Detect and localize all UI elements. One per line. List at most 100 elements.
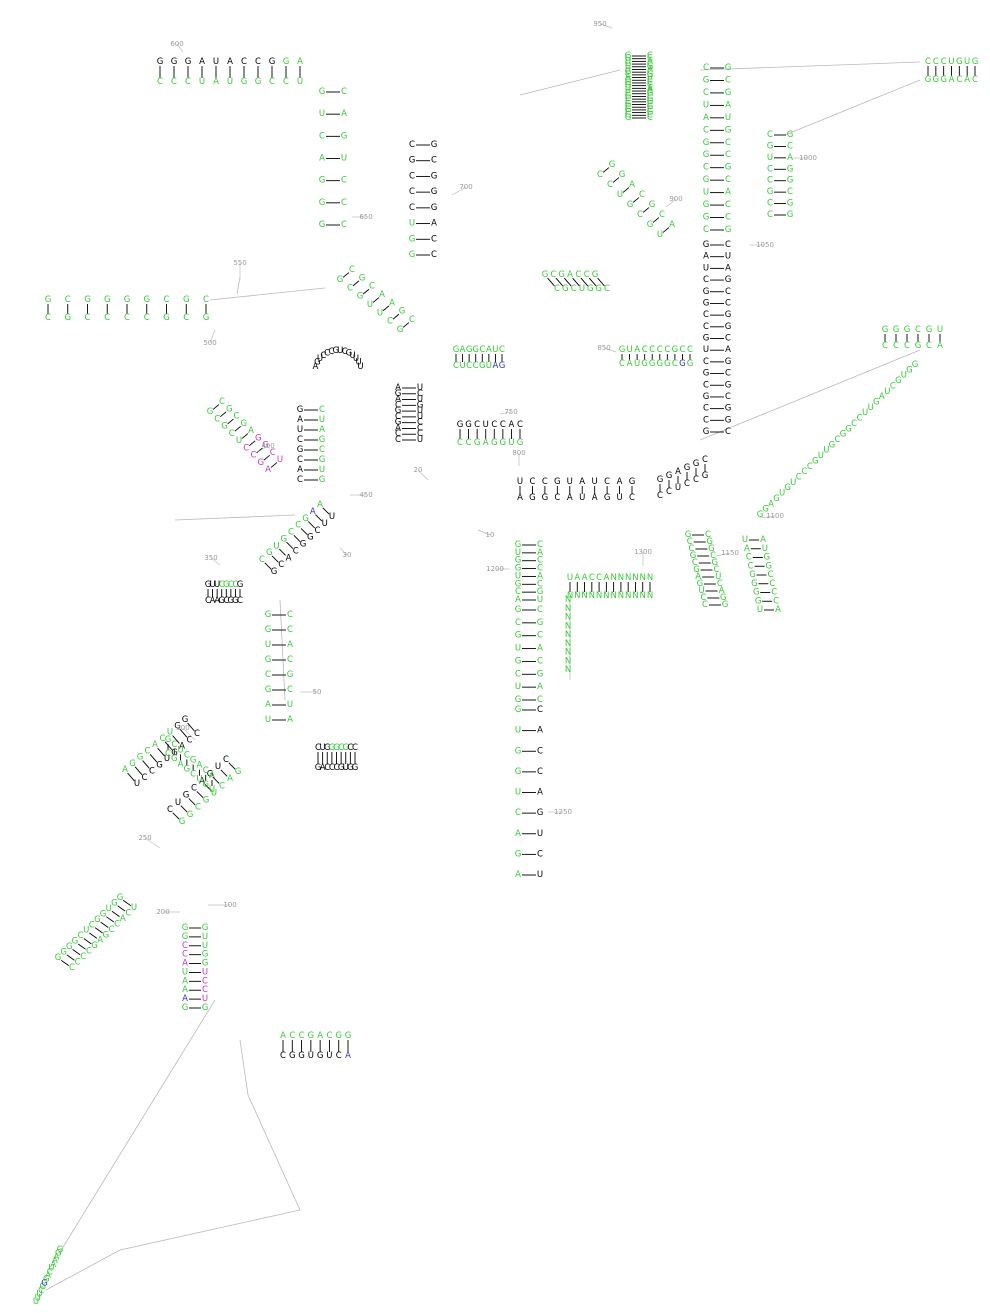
nucleotide-294: C <box>341 220 347 230</box>
nucleotide-110: C <box>171 740 177 750</box>
position-label-950: 950 <box>593 20 606 28</box>
nucleotide-17: C <box>202 985 208 995</box>
nucleotide-600: A <box>669 220 675 230</box>
nucleotide-77: G <box>183 791 190 801</box>
nucleotide-739: G <box>845 424 852 434</box>
nucleotide-476: C <box>703 415 709 425</box>
nucleotide-236: A <box>248 426 254 436</box>
nucleotide-238: G <box>262 441 269 451</box>
nucleotide-143: G <box>324 743 331 753</box>
nucleotide-140: A <box>287 715 293 725</box>
position-tick <box>715 552 731 557</box>
position-label-450: 450 <box>359 491 372 499</box>
backbone-segment <box>236 276 241 295</box>
nucleotide-79: A <box>199 776 205 786</box>
nucleotide-232: C <box>219 397 225 407</box>
nucleotide-492: G <box>725 404 732 414</box>
nucleotide-580: C <box>787 141 793 151</box>
nucleotide-94: C <box>145 746 151 756</box>
nucleotide-637: G <box>693 459 700 469</box>
nucleotide-507: G <box>703 213 710 223</box>
nucleotide-473: C <box>703 380 709 390</box>
nucleotide-583: G <box>787 176 794 186</box>
nucleotide-100: U <box>134 779 140 789</box>
nucleotide-361: G <box>457 420 464 430</box>
nucleotide-245: G <box>124 295 131 305</box>
base-pair-bond <box>220 769 228 777</box>
nucleotide-746: U <box>884 387 890 397</box>
nucleotide-389: G <box>542 493 549 503</box>
nucleotide-372: A <box>483 438 489 448</box>
nucleotide-255: C <box>144 313 150 323</box>
nucleotide-463: U <box>703 263 709 273</box>
nucleotide-311: G <box>337 275 344 285</box>
nucleotide-207: U <box>319 465 325 475</box>
nucleotide-103: G <box>156 760 163 770</box>
nucleotide-679: N <box>625 591 631 601</box>
nucleotide-450: G <box>515 849 522 859</box>
nucleotide-59: G <box>100 909 107 919</box>
base-pair-bond <box>241 433 249 439</box>
nucleotide-312: C <box>347 283 353 293</box>
nucleotide-70: C <box>108 925 114 935</box>
backbone-segment <box>519 69 621 96</box>
base-pair-bond <box>256 447 263 454</box>
nucleotide-216: U <box>337 346 343 356</box>
base-pair-bond <box>322 507 330 515</box>
nucleotide-323: G <box>399 307 406 317</box>
nucleotide-725: A <box>768 499 774 509</box>
nucleotide-108: C <box>194 729 200 739</box>
nucleotide-511: G <box>725 88 732 98</box>
base-pair-bond <box>157 747 165 757</box>
nucleotide-144: G <box>329 743 336 753</box>
nucleotide-678: N <box>618 591 624 601</box>
nucleotide-363: C <box>474 420 480 430</box>
nucleotide-164: C <box>228 580 234 590</box>
nucleotide-137: G <box>287 670 294 680</box>
nucleotide-544: C <box>625 108 631 118</box>
nucleotide-357: G <box>479 361 486 371</box>
nucleotide-503: C <box>703 163 709 173</box>
nucleotide-490: G <box>725 380 732 390</box>
nucleotide-3: C <box>182 950 188 960</box>
nucleotide-531: A <box>625 73 631 83</box>
position-label-1100: 1100 <box>766 512 784 520</box>
nucleotide-647: C <box>941 57 947 67</box>
base-pair-bond <box>180 805 188 813</box>
nucleotide-616: G <box>656 359 663 369</box>
nucleotide-223: G <box>207 407 214 417</box>
nucleotide-339: U <box>417 406 423 416</box>
nucleotide-558: C <box>647 81 653 91</box>
backbone-segment <box>699 349 921 441</box>
nucleotide-618: C <box>672 359 678 369</box>
nucleotide-71: C <box>114 919 120 929</box>
nucleotide-626: U <box>937 325 943 335</box>
nucleotide-279: C <box>283 77 289 87</box>
nucleotide-303: G <box>431 140 438 150</box>
nucleotide-362: G <box>465 420 472 430</box>
nucleotide-22: C <box>299 1031 305 1041</box>
nucleotide-604: C <box>642 345 648 355</box>
nucleotide-612: A <box>627 359 633 369</box>
nucleotide-465: G <box>703 287 710 297</box>
position-tick <box>176 43 184 53</box>
position-label-1050: 1050 <box>756 241 774 249</box>
nucleotide-41: G <box>41 1278 48 1288</box>
nucleotide-390: C <box>554 493 560 503</box>
nucleotide-160: U <box>209 580 215 590</box>
nucleotide-326: G <box>395 389 402 399</box>
nucleotide-194: A <box>297 415 303 425</box>
nucleotide-123: G <box>202 780 209 790</box>
nucleotide-597: C <box>639 190 645 200</box>
nucleotide-454: C <box>537 746 543 756</box>
nucleotide-426: U <box>537 595 543 605</box>
nucleotide-114: A <box>197 761 203 771</box>
nucleotide-368: C <box>517 420 523 430</box>
nucleotide-419: C <box>537 540 543 550</box>
nucleotide-574: C <box>767 164 773 174</box>
nucleotide-387: A <box>517 493 523 503</box>
nucleotide-707: C <box>746 553 752 563</box>
nucleotide-166: G <box>237 580 244 590</box>
nucleotide-645: C <box>925 57 931 67</box>
nucleotide-235: G <box>240 419 247 429</box>
